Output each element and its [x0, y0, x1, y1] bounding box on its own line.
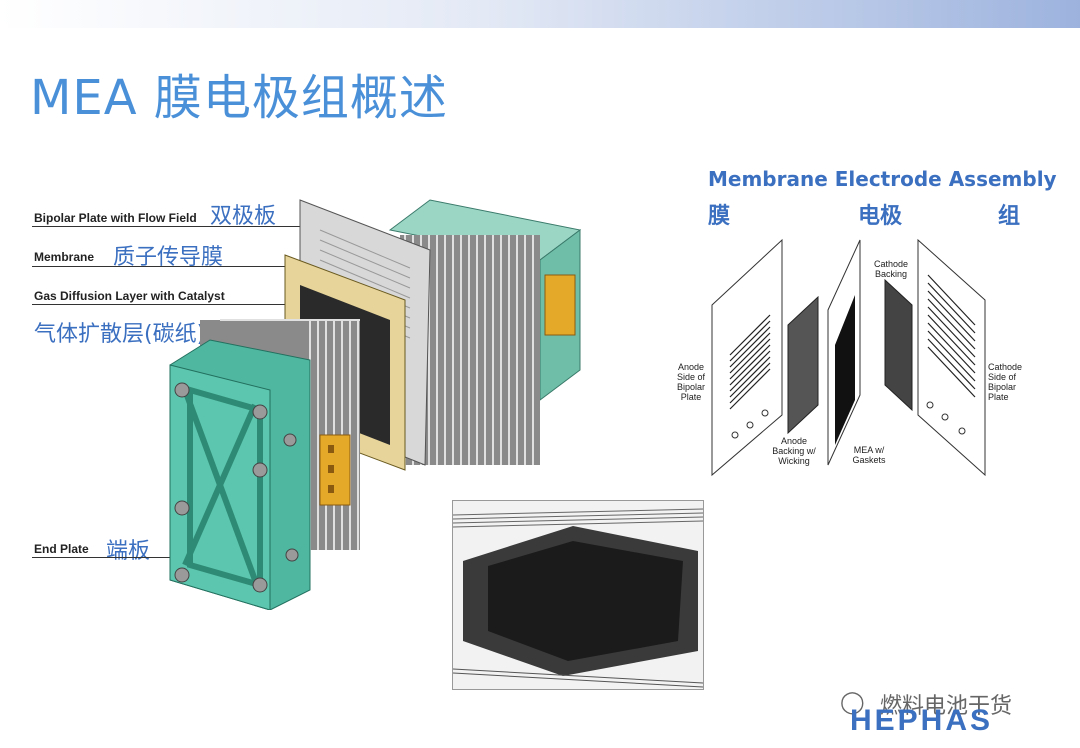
label-end-plate-en: End Plate: [34, 542, 89, 556]
label-mea-gaskets: MEA w/ Gaskets: [852, 445, 886, 465]
leader-line-bipolar: [32, 226, 322, 227]
mea-exploded-diagram: [711, 238, 986, 477]
label-cathode-backing: Cathode Backing: [873, 259, 909, 279]
watermark-brand: HEPHAS: [850, 704, 994, 737]
front-terminal: [319, 434, 351, 506]
leader-line-end-plate: [32, 557, 247, 558]
label-end-plate-zh: 端板: [106, 539, 151, 564]
mea-photo: [452, 500, 704, 690]
mea-heading-zh-1: 膜: [708, 204, 731, 229]
fuel-cell-stack-illustration: [169, 199, 582, 610]
label-bipolar-plate-zh: 双极板: [210, 204, 277, 229]
label-anode-bipolar: Anode Side of Bipolar Plate: [676, 362, 706, 402]
slide-title: MEA 膜电极组概述: [30, 70, 448, 126]
label-cathode-bipolar: Cathode Side of Bipolar Plate: [988, 362, 1023, 402]
label-bipolar-plate-en: Bipolar Plate with Flow Field: [34, 211, 197, 225]
rear-terminal: [544, 274, 576, 336]
label-membrane-zh: 质子传导膜: [113, 245, 224, 270]
leader-line-membrane: [32, 266, 292, 267]
mea-heading-zh-2: 电极: [858, 204, 903, 229]
label-anode-backing: Anode Backing w/ Wicking: [772, 436, 816, 466]
mea-heading-en: Membrane Electrode Assembly: [708, 167, 1057, 191]
mea-heading-zh-3: 组: [998, 204, 1021, 229]
label-gdl-zh: 气体扩散层(碳纸): [34, 322, 206, 347]
label-membrane-en: Membrane: [34, 250, 95, 264]
leader-line-gdl: [32, 304, 287, 305]
top-gradient-bar: [0, 0, 1080, 28]
label-gdl-en: Gas Diffusion Layer with Catalyst: [34, 289, 225, 303]
watermark-account: 燃料电池干货: [880, 694, 1013, 719]
wechat-icon: ◯: [840, 690, 865, 715]
